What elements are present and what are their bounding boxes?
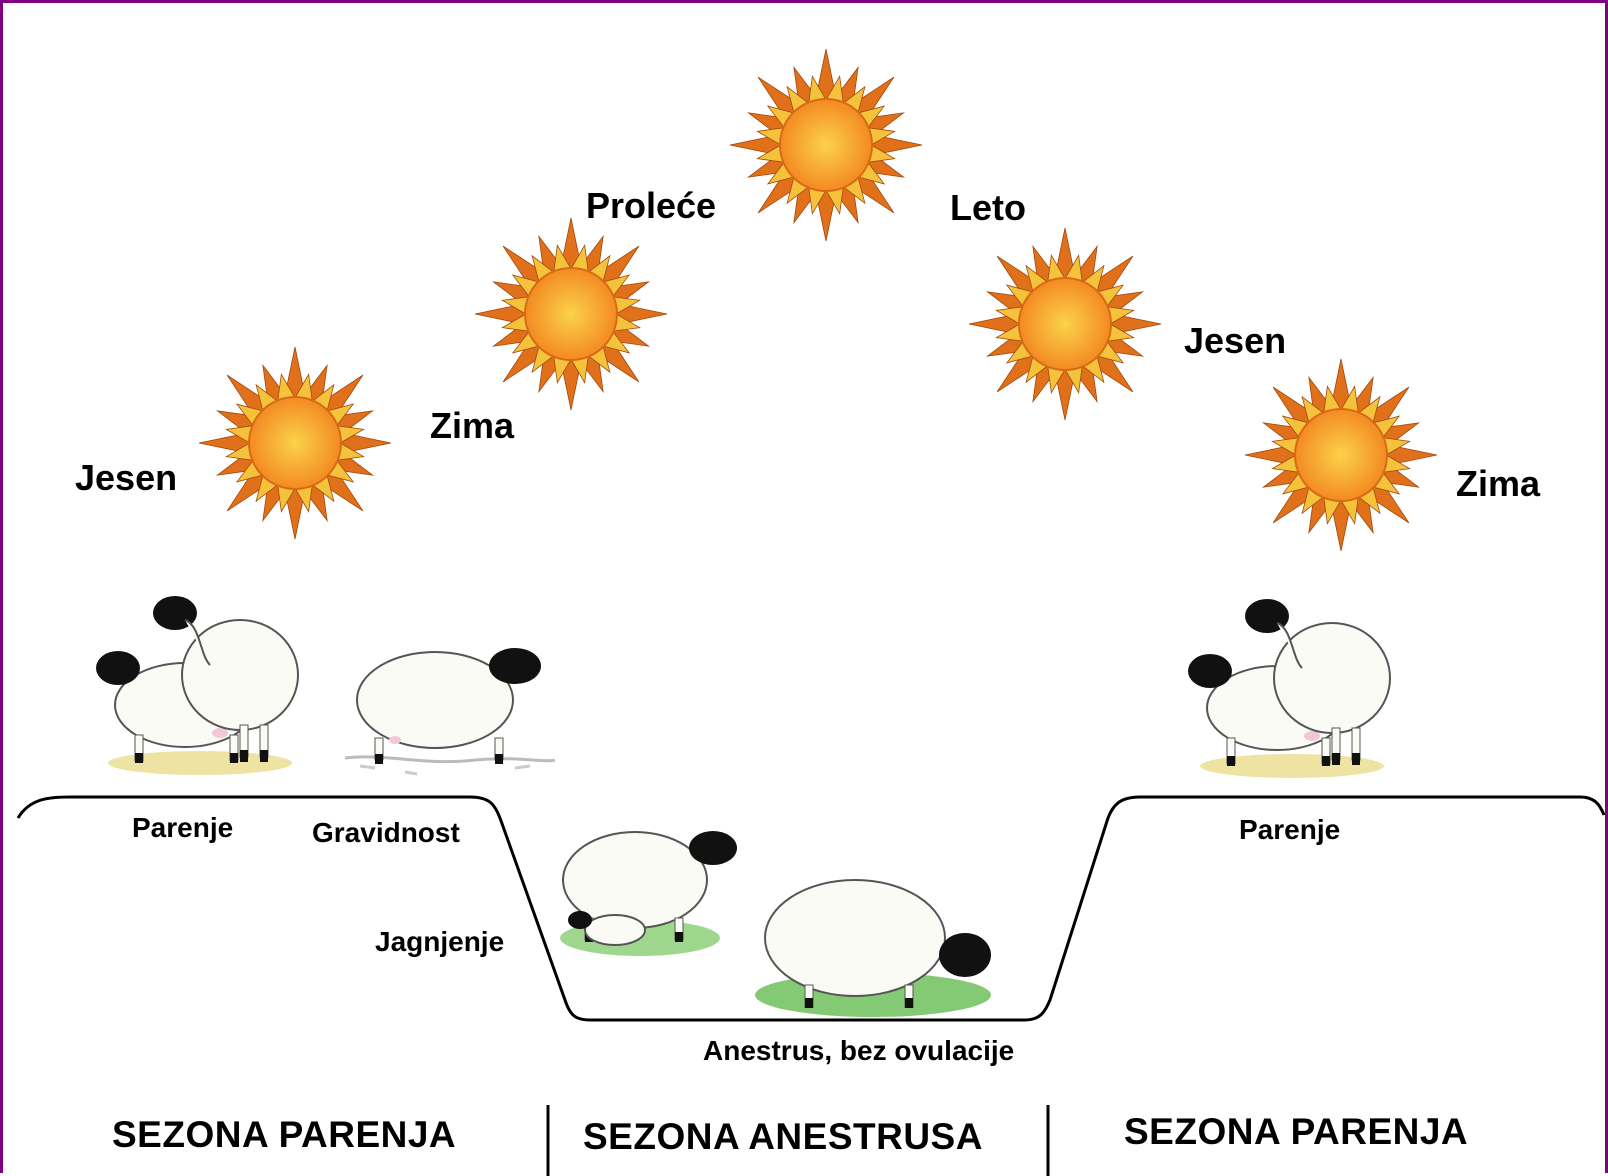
season-label-autumn: Jesen: [1184, 323, 1286, 359]
season-label-summer: Leto: [950, 190, 1026, 226]
season-label-spring: Proleće: [586, 188, 716, 224]
sun-icon: [969, 228, 1161, 420]
sun-icon: [1245, 359, 1437, 551]
sheep-with-lamb-icon: [560, 831, 737, 956]
zone-label-mating-season: SEZONA PARENJA: [1124, 1113, 1468, 1150]
sun-icon: [730, 49, 922, 241]
stage-label-anestrus: Anestrus, bez ovulacije: [703, 1037, 1014, 1065]
sheep-mating-icon: [96, 596, 298, 775]
stage-label-pregnancy: Gravidnost: [312, 819, 460, 847]
sheep-mating-icon: [1188, 599, 1390, 778]
zone-label-anestrus-season: SEZONA ANESTRUSA: [583, 1118, 983, 1155]
zone-label-mating-season: SEZONA PARENJA: [112, 1116, 456, 1153]
sun-icon: [475, 218, 667, 410]
stage-label-mating: Parenje: [1239, 816, 1340, 844]
season-label-winter: Zima: [1456, 466, 1540, 502]
sun-icon: [199, 347, 391, 539]
stage-label-mating: Parenje: [132, 814, 233, 842]
season-label-autumn: Jesen: [75, 460, 177, 496]
sheep-pregnant-icon: [345, 648, 555, 774]
stage-label-lambing: Jagnjenje: [375, 928, 504, 956]
sheep-grazing-icon: [755, 880, 991, 1017]
season-label-winter: Zima: [430, 408, 514, 444]
